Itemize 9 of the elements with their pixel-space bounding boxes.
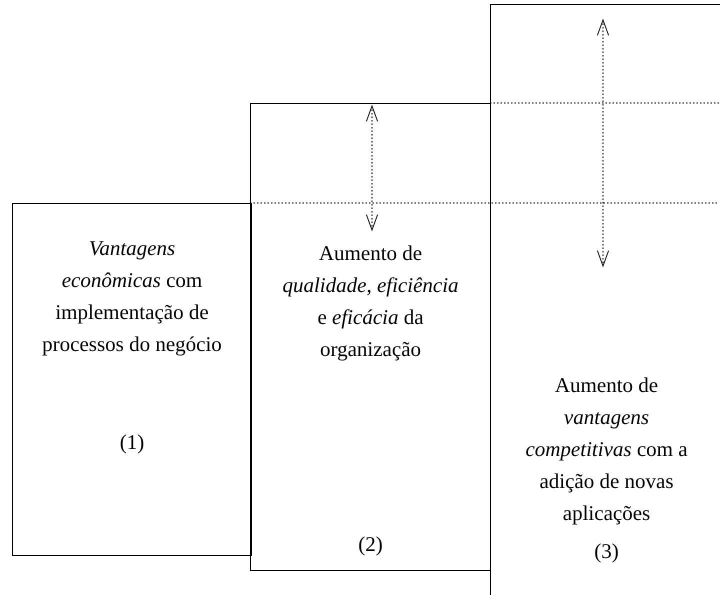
step-box — [490, 4, 720, 595]
box-text: Vantagens econômicas com implementação de processos do negócio — [41, 235, 223, 358]
box-text: Aumento de vantagens competitivas com a adição de novas aplicações — [524, 372, 689, 527]
box-text: Aumento de qualidade, eficiência e eficácia da organização — [281, 240, 460, 363]
step-number: (3) — [593, 538, 620, 565]
step-number: (1) — [118, 429, 146, 456]
step-number: (2) — [357, 531, 384, 558]
step-box — [250, 103, 491, 571]
step-box — [12, 203, 252, 556]
